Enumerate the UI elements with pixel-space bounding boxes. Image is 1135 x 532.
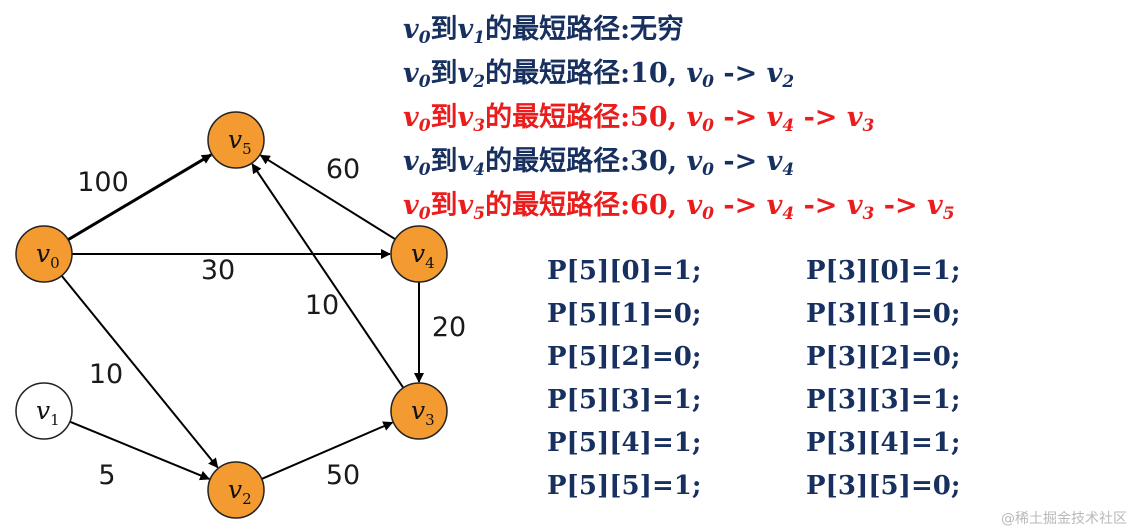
edge-v4-v5 <box>259 154 396 241</box>
p-matrix-entry: P[5][0]=1; <box>547 256 702 286</box>
shortest-path-line: v0到v5的最短路径:60, v0 -> v4 -> v3 -> v5 <box>403 190 955 224</box>
p-matrix-entry: P[5][2]=0; <box>547 342 702 372</box>
p-matrix-entry: P[3][4]=1; <box>806 428 961 458</box>
p-matrix-entry: P[5][5]=1; <box>547 471 702 501</box>
variable-v: v0 <box>403 58 431 92</box>
node-label: v3 <box>411 396 435 429</box>
shortest-path-line: v0到v3的最短路径:50, v0 -> v4 -> v3 <box>403 102 875 136</box>
edge-weight-v0-v4: 30 <box>201 255 235 286</box>
node-circle <box>15 225 73 283</box>
p-matrix-entry: P[3][3]=1; <box>806 385 961 415</box>
node-label: v5 <box>228 125 252 158</box>
shortest-path-line: v0到v4的最短路径:30, v0 -> v4 <box>403 146 795 180</box>
edge-weight-v4-v5: 60 <box>326 154 360 185</box>
node-label: v2 <box>228 475 252 508</box>
node-circle <box>207 111 265 169</box>
variable-v: v0 <box>403 102 431 136</box>
node-label: v1 <box>36 396 60 429</box>
edge-v0-v5 <box>67 153 212 241</box>
variable-v: v0 <box>403 14 431 48</box>
p-matrix-entry: P[5][4]=1; <box>547 428 702 458</box>
variable-v: v4 <box>457 146 486 180</box>
variable-v: v2 <box>457 58 486 92</box>
node-v2: v2 <box>207 461 265 519</box>
node-v4: v4 <box>390 225 448 283</box>
edge-v3-v5 <box>251 163 405 389</box>
variable-v: v0 <box>686 102 714 136</box>
graph-diagram: 100 30 10 5 50 10 20 60 v0 v1 v2 v3 v4 v5 <box>15 111 466 519</box>
p-matrix-entry: P[3][2]=0; <box>806 342 961 372</box>
node-label: v4 <box>411 239 435 272</box>
edge-v1-v2 <box>69 420 211 481</box>
edge-weight-v4-v3: 20 <box>432 312 466 343</box>
edge-weight-v0-v5: 100 <box>77 167 129 198</box>
node-circle <box>390 225 448 283</box>
node-v5: v5 <box>207 111 265 169</box>
variable-v: v0 <box>403 146 431 180</box>
node-circle <box>15 382 73 440</box>
p-matrix-entry: P[3][0]=1; <box>806 256 961 286</box>
variable-v: v3 <box>457 102 486 136</box>
edge-v0-v2 <box>60 275 219 469</box>
variable-v: v4 <box>766 102 795 136</box>
p-matrix-entry: P[3][5]=0; <box>806 471 961 501</box>
variable-v: v2 <box>766 58 795 92</box>
watermark: @稀土掘金技术社区 <box>1001 511 1127 527</box>
node-circle <box>390 382 448 440</box>
node-v0: v0 <box>15 225 73 283</box>
edge-weight-v1-v2: 5 <box>98 460 115 491</box>
variable-v: v4 <box>766 146 795 180</box>
variable-v: v1 <box>457 14 486 48</box>
p-matrix-entry: P[5][3]=1; <box>547 385 702 415</box>
node-v1: v1 <box>15 382 73 440</box>
p-matrix-entry: P[5][1]=0; <box>547 299 702 329</box>
p-matrix-column-right: P[3][0]=1; P[3][1]=0; P[3][2]=0; P[3][3]=1;… <box>806 250 960 508</box>
variable-v: v5 <box>927 190 955 224</box>
p-matrix-column-left: P[5][0]=1; P[5][1]=0; P[5][2]=0; P[5][3]=1;… <box>547 250 701 508</box>
variable-v: v0 <box>686 146 714 180</box>
node-circle <box>207 461 265 519</box>
variable-v: v0 <box>403 190 431 224</box>
edge-weight-v0-v2: 10 <box>89 359 123 390</box>
edge-weight-v3-v5: 10 <box>305 290 339 321</box>
shortest-path-line: v0到v2的最短路径:10, v0 -> v2 <box>403 58 795 92</box>
node-v3: v3 <box>390 382 448 440</box>
variable-v: v4 <box>766 190 795 224</box>
variable-v: v0 <box>686 190 714 224</box>
variable-v: v5 <box>457 190 486 224</box>
variable-v: v3 <box>846 102 875 136</box>
edge-weight-v2-v3: 50 <box>326 460 360 491</box>
variable-v: v0 <box>686 58 714 92</box>
p-matrix-entry: P[3][1]=0; <box>806 299 961 329</box>
edge-v2-v3 <box>261 421 394 480</box>
node-label: v0 <box>36 239 60 272</box>
shortest-path-line: v0到v1的最短路径:无穷 <box>403 14 685 48</box>
variable-v: v3 <box>846 190 875 224</box>
